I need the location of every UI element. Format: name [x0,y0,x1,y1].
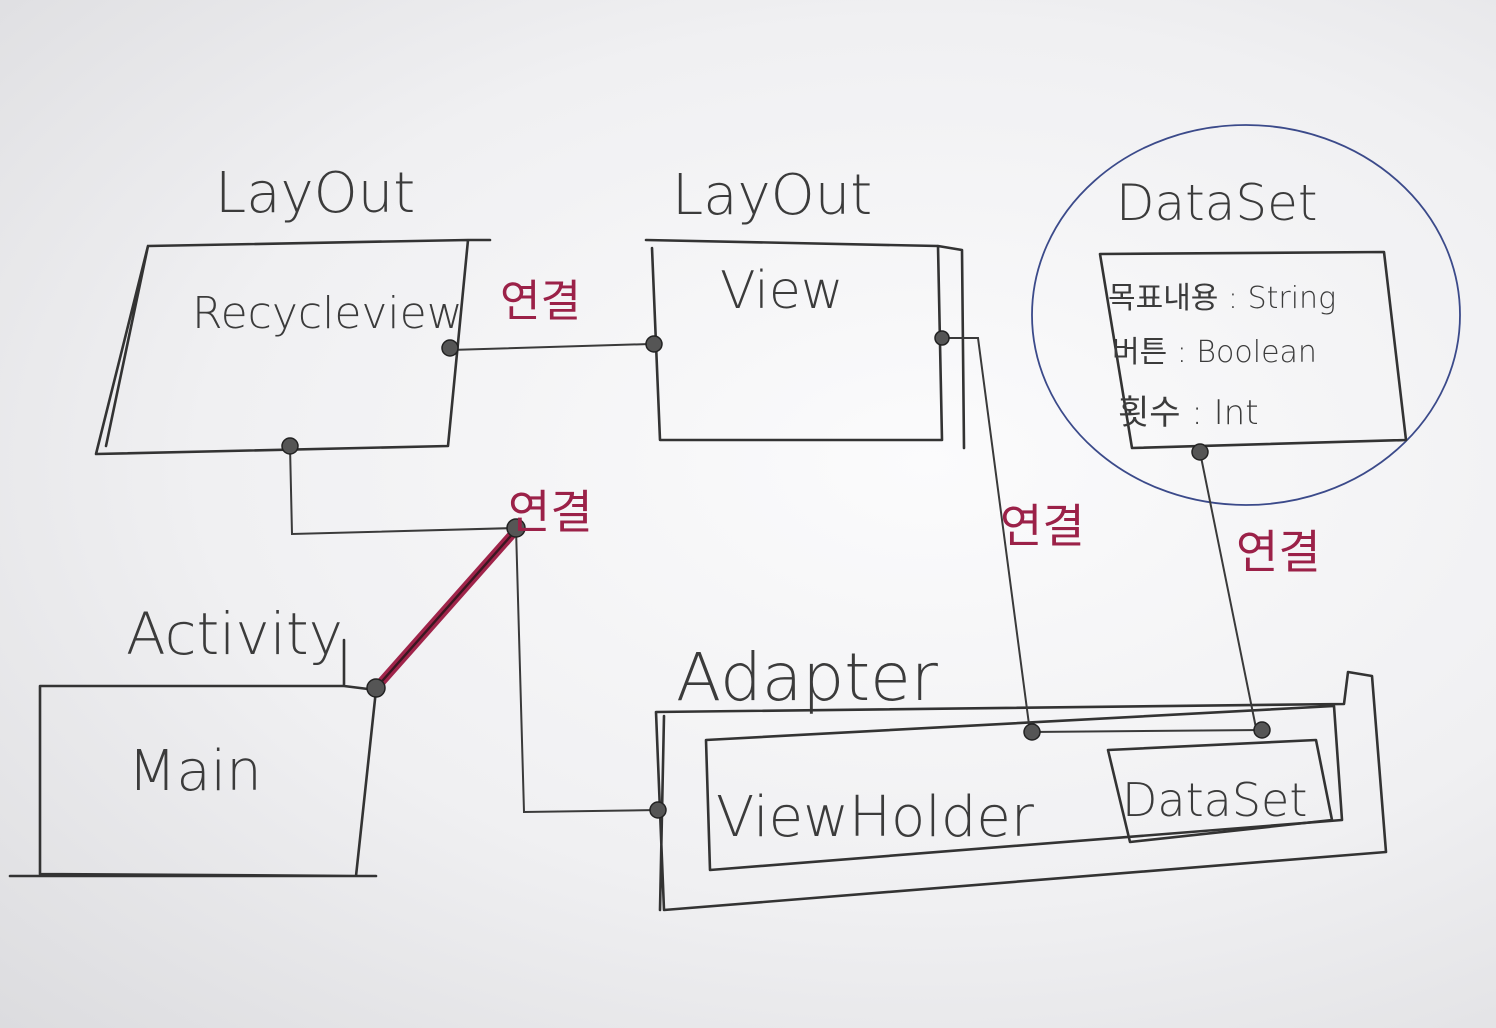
recycleview-label: Recycleview [192,288,463,339]
dataset-field-2: 버튼 : Boolean [1112,335,1317,370]
dataset-circle [1031,124,1461,506]
layout-right-label: LayOut [672,163,872,228]
node-junction [506,518,526,538]
line-view-viewholder [943,337,1031,733]
view-label: View [720,261,843,321]
dataset-field-1: 목표내용 : String [1108,281,1336,316]
dataset-field-3: 횟수 : Int [1118,393,1259,433]
node-inner-dataset [1253,721,1271,739]
main-label: Main [128,739,262,804]
layout-left-label: LayOut [215,161,415,226]
adapter-label: Adapter [676,639,939,716]
node-dataset-bottom [1191,443,1209,461]
connect-label-dataset-viewholder: 연결 [1236,525,1321,579]
inner-dataset-box [1106,738,1334,844]
node-recycleview-right [441,339,459,357]
node-viewholder-top [1023,723,1041,741]
line-recycleview-view [449,343,651,351]
view-box [644,238,966,450]
connect-label-recycle-view: 연결 [500,276,581,327]
dataset-box [1098,250,1408,450]
inner-dataset-label: DataSet [1122,773,1307,827]
red-link-core [374,528,518,690]
viewholder-box [704,704,1344,872]
node-main [366,678,386,698]
viewholder-label: ViewHolder [716,785,1034,850]
line-dataset-inner [1199,451,1257,729]
line-junction-viewholder [515,527,659,814]
line-recycleview-junction [289,445,517,536]
node-recycleview-bottom [281,437,299,455]
activity-label: Activity [126,600,343,668]
line-viewholder-top [1029,729,1263,733]
recycleview-box [94,238,492,456]
connect-label-recycle-main: 연결 [508,485,593,539]
connect-label-view-viewholder: 연결 [1000,499,1085,553]
dataset-title: DataSet [1116,174,1318,232]
node-view-right [934,330,950,346]
node-viewholder-left [649,801,667,819]
main-box [8,638,378,878]
node-view-left [645,335,663,353]
